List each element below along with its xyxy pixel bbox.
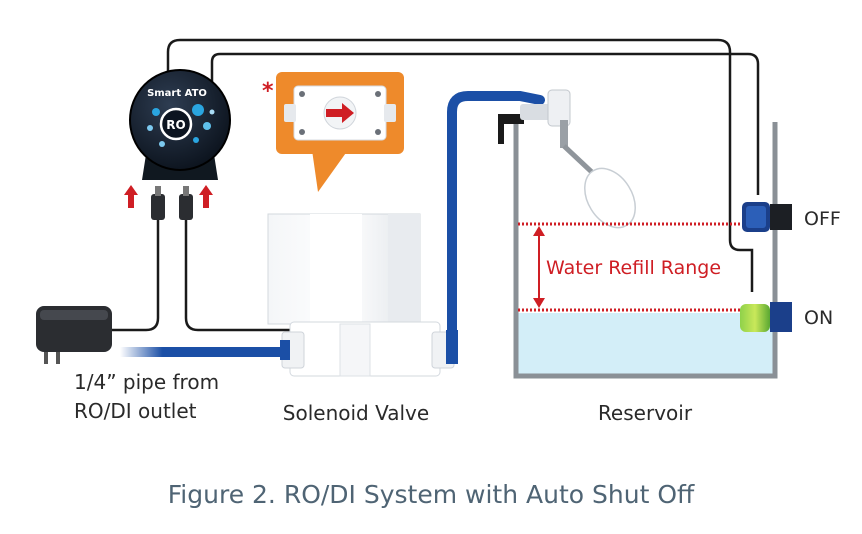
sensor-wires [166, 38, 760, 292]
outlet-pipe-joint [446, 330, 458, 364]
solenoid-valve [267, 213, 458, 377]
pipe-inlet-label-line1: 1/4” pipe from [74, 370, 219, 394]
dc-plug-left [151, 186, 165, 220]
bubble-icons [147, 104, 215, 147]
up-arrow-icon [124, 185, 138, 208]
float-off-label: OFF [804, 208, 841, 230]
reservoir-tank [513, 122, 778, 379]
solenoid-valve-label: Solenoid Valve [283, 401, 429, 425]
reservoir-water [516, 313, 775, 376]
float-switch-off [742, 202, 792, 232]
callout-marker: * [262, 79, 274, 104]
pipe-inlet-label-line2: RO/DI outlet [74, 399, 197, 423]
figure-caption: Figure 2. RO/DI System with Auto Shut Of… [168, 480, 695, 509]
inlet-pipe [120, 347, 290, 357]
float-on-label: ON [804, 307, 833, 329]
float-switch-on [740, 302, 792, 332]
power-adapter [36, 306, 112, 364]
controller-badge-text: RO [166, 118, 185, 132]
water-refill-range-label: Water Refill Range [546, 257, 721, 279]
valve-detail-callout [276, 72, 404, 192]
up-arrow-icon [199, 185, 213, 208]
float-valve [498, 89, 636, 229]
refill-range-markers [518, 222, 775, 312]
dc-plug-right [179, 186, 193, 220]
controller-brand-text: Smart ATO [147, 88, 207, 99]
smart-ato-controller: Smart ATO RO [129, 69, 231, 180]
reservoir-label: Reservoir [598, 401, 693, 425]
power-wires [112, 220, 299, 332]
flow-arrow-icon [326, 103, 354, 123]
